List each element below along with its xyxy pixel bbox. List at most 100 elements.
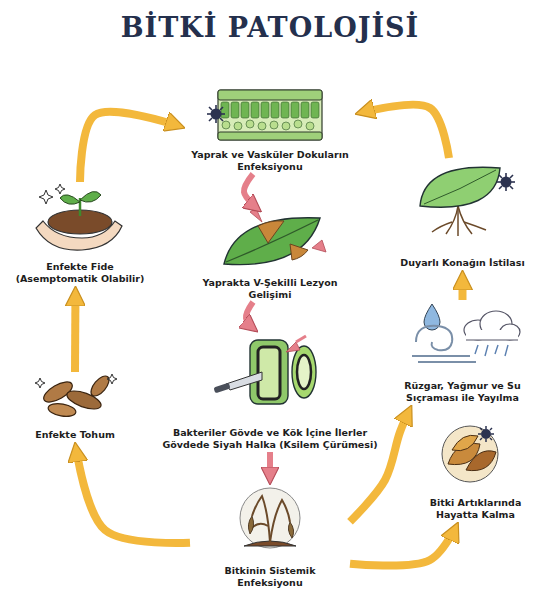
stage-node: Duyarlı Konağın İstilası (395, 158, 530, 270)
stem-section-illustration (297, 355, 311, 389)
seedling-illustration (80, 191, 101, 202)
leaf-tissue-illustration (207, 90, 322, 140)
weather-illustration (485, 345, 488, 356)
debris-illustration (478, 426, 494, 442)
leaf-tissue-illustration (220, 118, 223, 121)
lesion-leaf-illustration (224, 218, 320, 265)
lesion-leaf-illustration (258, 221, 284, 243)
stage-node: Yaprakta V-Şekilli Lezyon Gelişimi (185, 212, 355, 302)
leaf-tissue-illustration (215, 119, 217, 123)
cycle-arrow (246, 302, 258, 332)
lesion-leaf-illustration (250, 208, 262, 222)
weather-illustration (505, 345, 508, 356)
stage-node: Yaprak ve Vasküler Dokuların Enfeksiyonu (185, 82, 355, 174)
leaf-tissue-illustration (209, 107, 212, 110)
debris-illustration (442, 426, 498, 482)
lesion-leaf-illustration (312, 240, 326, 252)
weather-illustration (412, 355, 470, 357)
wilted-plant-illustration (250, 496, 290, 542)
debris-illustration (480, 438, 482, 440)
leaf-tissue-illustration (221, 102, 229, 118)
leaf-tissue-illustration (215, 105, 217, 109)
leaf-tissue-illustration (251, 102, 259, 118)
leaf-tissue-illustration (222, 120, 314, 130)
leaf-tissue-illustration (246, 120, 254, 128)
host-plant-illustration (497, 181, 501, 183)
host-plant-illustration (505, 187, 507, 191)
seed-illustration (47, 402, 77, 419)
stem-section-illustration (250, 340, 288, 404)
debris-illustration (490, 438, 492, 440)
stem-section-illustration (296, 336, 306, 342)
lesion-leaf-illustration (226, 220, 318, 262)
debris-illustration (491, 433, 494, 435)
leaf-tissue-illustration (222, 121, 230, 129)
wilted-plant-illustration (288, 522, 293, 538)
stem-section-illustration (292, 346, 316, 398)
leaf-tissue-illustration (241, 102, 249, 118)
leaf-tissue-illustration (270, 121, 278, 129)
host-plant-illustration (457, 206, 459, 236)
host-plant-illustration (420, 167, 515, 236)
host-plant-illustration (510, 175, 513, 178)
stem-section-illustration (226, 372, 262, 390)
leaf-tissue-illustration (218, 132, 322, 140)
leaf-tissue-illustration (261, 102, 269, 118)
stem-section-illustration (213, 383, 230, 394)
diagram-title: BİTKİ PATOLOJİSİ (0, 12, 540, 43)
weather-illustration (412, 304, 520, 362)
debris-illustration (485, 439, 487, 442)
leaf-tissue-illustration (282, 122, 290, 130)
leaf-tissue-illustration (258, 122, 266, 130)
stage-node: Enfekte Fide (Asemptomatik Olabilir) (5, 182, 155, 286)
host-plant-illustration (464, 222, 486, 230)
stage-label: Enfekte Fide (Asemptomatik Olabilir) (7, 261, 153, 285)
leaf-tissue-illustration (211, 109, 222, 120)
cycle-arrow (71, 286, 80, 372)
leaf-tissue-illustration (207, 113, 211, 115)
leaf-tissue-illustration (231, 102, 239, 118)
host-plant-illustration (510, 186, 513, 189)
host-plant-illustration (446, 206, 458, 234)
leaf-tissue-illustration (220, 107, 223, 110)
leaf-tissue-illustration (271, 102, 279, 118)
seed-illustration (35, 373, 117, 418)
debris-illustration (490, 428, 492, 430)
cycle-arrow (267, 452, 273, 485)
stage-label: Yaprakta V-Şekilli Lezyon Gelişimi (187, 277, 353, 301)
host-plant-illustration (499, 186, 502, 189)
seed-illustration (88, 373, 113, 399)
host-plant-illustration (499, 175, 502, 178)
weather-illustration (466, 339, 518, 340)
debris-illustration (442, 426, 498, 482)
leaf-tissue-illustration (294, 120, 302, 128)
stage-label: Yaprak ve Vasküler Dokuların Enfeksiyonu (187, 149, 353, 173)
debris-illustration (452, 435, 478, 450)
leaf-tissue-illustration (207, 105, 225, 123)
cycle-arrow (75, 442, 190, 543)
debris-illustration (480, 428, 482, 430)
weather-illustration (475, 345, 508, 356)
host-plant-illustration (511, 181, 515, 183)
stage-node: Bitki Artıklarında Hayatta Kalma (418, 420, 533, 522)
seedling-illustration (36, 184, 122, 250)
seedling-illustration (55, 184, 65, 194)
host-plant-illustration (497, 173, 515, 191)
wilted-plant-illustration (252, 496, 270, 542)
leaf-tissue-illustration (234, 122, 242, 130)
leaf-tissue-illustration (207, 105, 225, 123)
weather-illustration (475, 345, 478, 354)
lesion-leaf-illustration (224, 208, 326, 265)
debris-illustration (485, 426, 487, 429)
leaf-tissue-illustration (291, 102, 299, 118)
stem-section-illustration (213, 336, 316, 404)
host-plant-illustration (432, 222, 452, 232)
wilted-plant-illustration (240, 488, 300, 548)
weather-illustration (418, 361, 476, 363)
host-plant-illustration (432, 206, 486, 236)
host-plant-illustration (420, 167, 500, 207)
leaf-tissue-illustration (221, 113, 225, 115)
leaf-tissue-illustration (281, 102, 289, 118)
cycle-arrow (244, 174, 262, 212)
cycle-arrow (350, 405, 412, 522)
